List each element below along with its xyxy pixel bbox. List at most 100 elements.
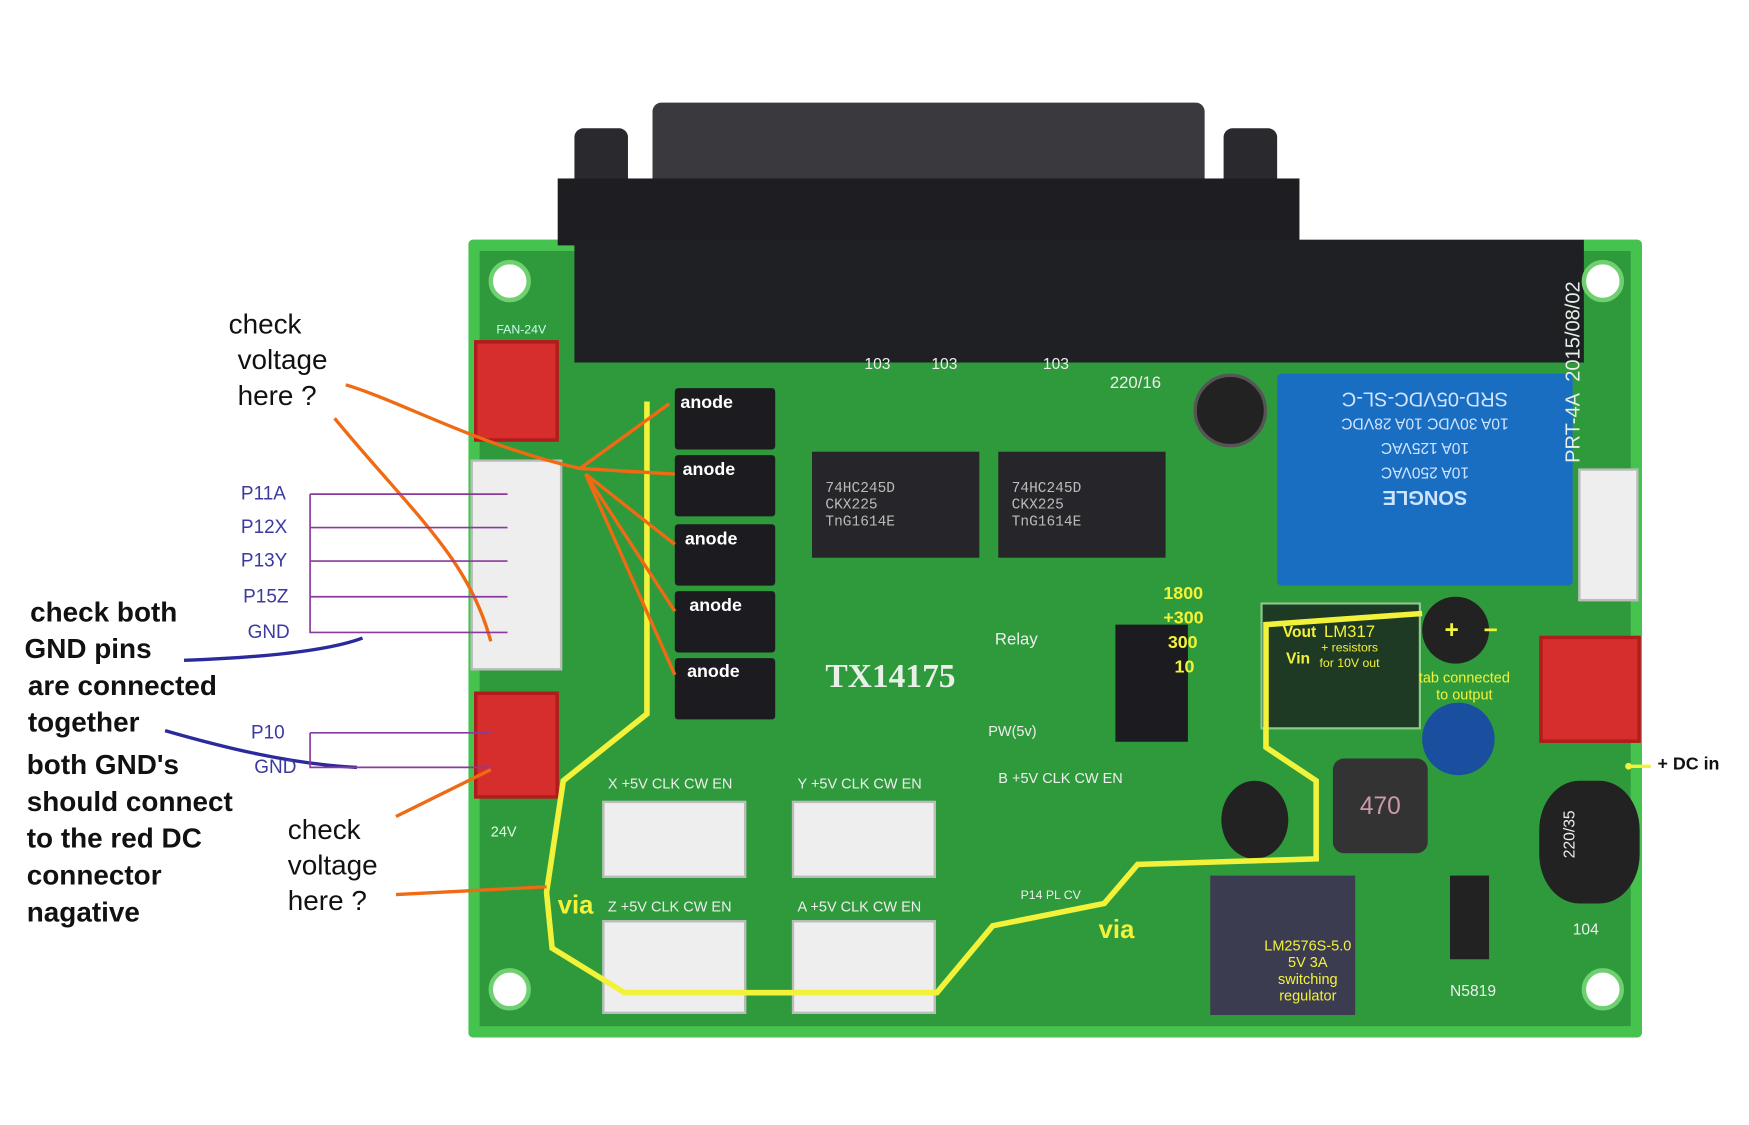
via-label: via bbox=[557, 890, 594, 920]
pin-label: P10 bbox=[250, 721, 285, 743]
lm2576-note: LM2576S-5.0 5V 3A switching regulator bbox=[1255, 937, 1361, 1004]
note-line: + resistors bbox=[1321, 641, 1379, 655]
note-line: together bbox=[27, 707, 140, 739]
capacitor bbox=[1422, 702, 1495, 776]
tab-note: tab connected to output bbox=[1419, 669, 1510, 702]
capacitor bbox=[1539, 780, 1640, 904]
chip-label: 74HC245D bbox=[825, 479, 896, 497]
mount-hole bbox=[1581, 259, 1625, 303]
chip-74hc245-2: 74HC245D CKX225 TnG1614E bbox=[998, 451, 1166, 558]
chip-74hc245-1: 74HC245D CKX225 TnG1614E bbox=[812, 451, 980, 558]
both-gnd-note: both GND's should connect to the red DC … bbox=[27, 747, 233, 931]
check-voltage-note-1: check voltage here ? bbox=[229, 307, 328, 414]
note-line: to output bbox=[1436, 685, 1493, 703]
inductor: 470 bbox=[1332, 758, 1428, 854]
note-line: GND pins bbox=[24, 633, 152, 665]
mount-hole bbox=[488, 259, 531, 303]
output-connector bbox=[1539, 635, 1641, 743]
optocoupler bbox=[674, 658, 776, 720]
resistor-value: +300 bbox=[1163, 609, 1204, 628]
optocoupler bbox=[674, 455, 776, 517]
header-label: P14 PL CV bbox=[1020, 888, 1081, 903]
header-label: A +5V CLK CW EN bbox=[797, 897, 922, 915]
dc-in-label: + DC in bbox=[1657, 755, 1720, 775]
anode-label: anode bbox=[687, 662, 740, 682]
optocoupler bbox=[674, 524, 776, 586]
header-y bbox=[791, 800, 936, 878]
mount-hole bbox=[1581, 968, 1625, 1011]
resistor-value: 300 bbox=[1167, 633, 1198, 653]
diode bbox=[1450, 875, 1490, 960]
board-model: TX14175 bbox=[825, 658, 956, 695]
anode-label: anode bbox=[684, 529, 738, 549]
lm317-note: LM317 + resistors for 10V out bbox=[1319, 624, 1380, 672]
cap-label: 220/16 bbox=[1109, 373, 1162, 393]
note-line: 5V 3A bbox=[1288, 953, 1328, 971]
pin-label: P11A bbox=[240, 482, 286, 505]
anode-label: anode bbox=[682, 460, 736, 480]
note-line: for 10V out bbox=[1319, 656, 1380, 671]
check-gnd-note: check both GND pins are connected togeth… bbox=[25, 595, 217, 742]
note-line: voltage bbox=[287, 849, 378, 882]
header-label: Y +5V CLK CW EN bbox=[797, 775, 922, 792]
fan-connector bbox=[474, 340, 559, 442]
capacitor bbox=[1193, 373, 1268, 448]
relay-silk: Relay bbox=[994, 630, 1038, 650]
header-x bbox=[602, 800, 747, 878]
note-line: to the red DC bbox=[26, 823, 202, 855]
resistor-values: 1800 +300 300 10 bbox=[1163, 582, 1203, 680]
resistor-value: 1800 bbox=[1163, 584, 1204, 604]
note-line: check both bbox=[30, 596, 178, 628]
header-a bbox=[791, 920, 936, 1014]
pin-label: GND bbox=[247, 621, 290, 643]
mount-hole bbox=[488, 968, 531, 1011]
note-line: both GND's bbox=[26, 749, 180, 781]
db25-flange bbox=[557, 178, 1300, 246]
note-line: tab connected bbox=[1418, 669, 1510, 686]
note-line: should connect bbox=[26, 786, 233, 818]
resistor-label: 103 bbox=[1042, 354, 1069, 373]
note-line: check bbox=[228, 308, 302, 341]
resistor-label: 103 bbox=[864, 354, 891, 373]
note-line: here ? bbox=[287, 885, 367, 917]
anode-label: anode bbox=[680, 393, 733, 413]
header-label: X +5V CLK CW EN bbox=[607, 775, 733, 792]
chip-line: CKX225 bbox=[1011, 496, 1064, 514]
header-z bbox=[602, 920, 747, 1014]
fan-label: FAN-24V bbox=[496, 323, 547, 337]
lm2576-regulator bbox=[1210, 875, 1356, 1016]
relay-driver-chip bbox=[1115, 624, 1188, 742]
optocoupler bbox=[674, 591, 776, 653]
pw-silk: PW(5v) bbox=[988, 722, 1037, 740]
note-line: switching bbox=[1277, 970, 1338, 988]
note-line: here ? bbox=[237, 380, 317, 412]
schematic-lines bbox=[309, 493, 508, 769]
cap-label: 104 bbox=[1572, 920, 1599, 939]
check-voltage-note-2: check voltage here ? bbox=[288, 812, 378, 919]
chip-label: 74HC245D bbox=[1011, 479, 1082, 497]
capacitor bbox=[1221, 780, 1289, 859]
note-line: check bbox=[287, 814, 361, 846]
pin-label: P12X bbox=[240, 516, 288, 538]
power-connector-24v bbox=[474, 691, 559, 799]
note-line: nagative bbox=[26, 896, 140, 929]
chip-line: CKX225 bbox=[825, 496, 878, 514]
pin-label: GND bbox=[254, 756, 297, 778]
via-label: via bbox=[1098, 914, 1135, 944]
diode-label: N5819 bbox=[1450, 981, 1497, 1000]
db25-body bbox=[574, 239, 1584, 363]
resistor-value: 10 bbox=[1174, 658, 1195, 678]
blue-arrows bbox=[164, 636, 364, 770]
relay: SONGLE 10A 250VAC 10A 125VAC 10A 30VDC 1… bbox=[1277, 373, 1573, 586]
optocoupler bbox=[674, 388, 776, 450]
yellow-trace bbox=[543, 401, 1423, 996]
anode-label: anode bbox=[689, 596, 742, 616]
minus-label: − bbox=[1483, 615, 1498, 644]
note-line: are connected bbox=[27, 670, 217, 702]
24v-label: 24V bbox=[490, 823, 517, 840]
note-line: LM2576S-5.0 bbox=[1264, 936, 1352, 954]
db25-shell bbox=[652, 102, 1205, 187]
chip-line: TnG1614E bbox=[1011, 513, 1082, 530]
